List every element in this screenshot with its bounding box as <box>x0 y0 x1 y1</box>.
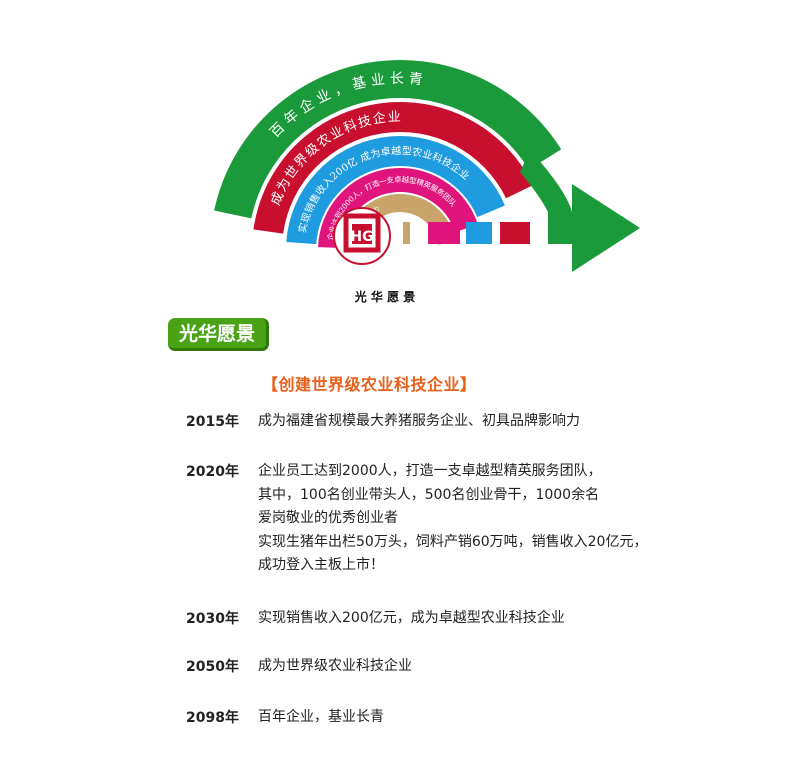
vision-arc-1 <box>214 59 562 219</box>
timeline-line: 爱岗敬业的优秀创业者 <box>258 510 398 526</box>
timeline-description: 百年企业，基业长青 <box>258 706 384 731</box>
arrow-head <box>548 184 640 272</box>
timeline-description: 企业员工达到2000人，打造一支卓越型精英服务团队， 其中，100名创业带头人，5… <box>258 460 647 578</box>
timeline-description: 成为福建省规模最大养猪服务企业、初具品牌影响力 <box>258 410 580 435</box>
axis-block-4 <box>500 222 530 244</box>
timeline-line: 成功登入主板上市！ <box>258 557 384 573</box>
section-badge: 光华愿景 <box>168 318 269 351</box>
vision-arc-4 <box>318 168 478 248</box>
timeline-year: 2020年 <box>186 464 239 480</box>
timeline-row: 2020年 企业员工达到2000人，打造一支卓越型精英服务团队， 其中，100名创业… <box>186 460 647 578</box>
timeline-line: 实现生猪年出栏50万头，饲料产销60万吨，销售收入20亿元， <box>258 533 648 550</box>
timeline-line: 百年企业，基业长青 <box>258 709 384 725</box>
timeline-line: 成为福建省规模最大养猪服务企业、初具品牌影响力 <box>258 413 580 429</box>
timeline-year: 2015年 <box>186 414 239 430</box>
company-logo: HG <box>333 207 391 265</box>
axis-block-3 <box>466 222 492 244</box>
timeline-line: 实现销售收入200亿元，成为卓越型农业科技企业 <box>258 610 565 626</box>
arrow-stem <box>520 150 572 212</box>
timeline-row: 2015年 成为福建省规模最大养猪服务企业、初具品牌影响力 <box>186 410 580 435</box>
timeline-year: 2030年 <box>186 611 239 627</box>
vision-subtitle: 【创建世界级农业科技企业】 <box>262 375 477 394</box>
logo-letters: HG <box>350 229 373 245</box>
axis-block-1 <box>403 222 410 244</box>
timeline-row: 2098年 百年企业，基业长青 <box>186 706 384 731</box>
timeline-year: 2050年 <box>186 659 239 675</box>
timeline-description: 成为世界级农业科技企业 <box>258 655 412 680</box>
timeline-row: 2030年 实现销售收入200亿元，成为卓越型农业科技企业 <box>186 607 565 632</box>
diagram-caption: 光 华 愿 景 <box>354 289 416 304</box>
vision-arc-5 <box>344 194 456 250</box>
timeline-year: 2098年 <box>186 710 239 726</box>
axis-block-2 <box>428 222 460 244</box>
timeline-line: 成为世界级农业科技企业 <box>258 658 412 674</box>
timeline-description: 实现销售收入200亿元，成为卓越型农业科技企业 <box>258 607 565 632</box>
timeline-line: 其中，100名创业带头人，500名创业骨干，1000余名 <box>258 486 600 503</box>
timeline-line: 企业员工达到2000人，打造一支卓越型精英服务团队， <box>258 463 602 479</box>
vision-arc-2 <box>253 101 534 234</box>
timeline-row: 2050年 成为世界级农业科技企业 <box>186 655 412 680</box>
vision-arc-3 <box>286 135 505 245</box>
